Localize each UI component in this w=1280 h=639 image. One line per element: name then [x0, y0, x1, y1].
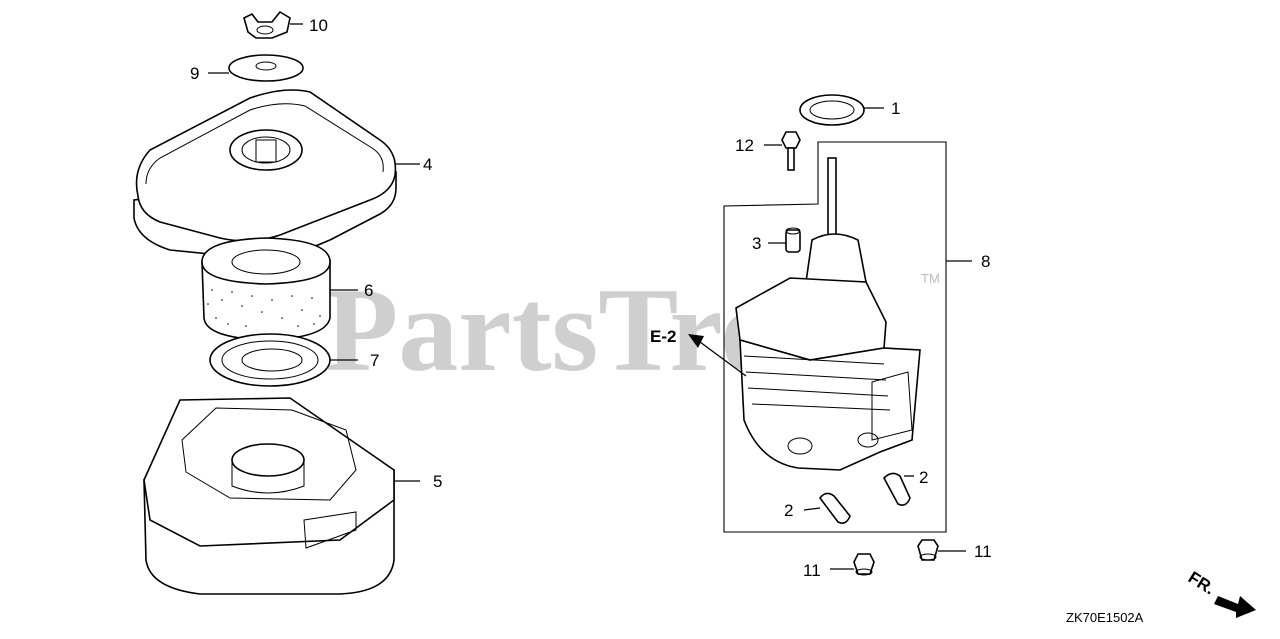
direction-arrow [1214, 596, 1256, 618]
callout-8: 8 [981, 252, 990, 271]
part-bolt [764, 131, 801, 171]
callout-3: 3 [752, 234, 761, 253]
part-air-cleaner-cover [133, 89, 420, 259]
callout-11b: 11 [803, 561, 821, 580]
part-dowel-pair [803, 472, 914, 524]
part-air-cleaner-case [143, 397, 420, 595]
part-elbow-housing [735, 157, 921, 471]
part-dowel [768, 227, 801, 253]
part-seal-ring [799, 94, 884, 126]
reference-arrow [688, 334, 747, 377]
callout-5: 5 [433, 472, 442, 491]
callout-2b: 2 [784, 501, 793, 520]
part-group-frame [723, 141, 972, 533]
part-flange-nuts [830, 539, 966, 576]
direction-label: FR. [1185, 568, 1218, 599]
callout-12: 12 [735, 136, 754, 155]
callout-4: 4 [423, 155, 432, 174]
callout-1: 1 [891, 99, 900, 118]
callout-11a: 11 [974, 542, 992, 561]
callout-9: 9 [190, 64, 199, 83]
watermark-trademark: TM [921, 271, 940, 286]
diagram-code: ZK70E1502A [1066, 610, 1144, 625]
part-washer [208, 54, 304, 82]
part-wing-nut [243, 10, 303, 39]
reference-label: E-2 [650, 327, 676, 346]
callout-10: 10 [309, 16, 328, 35]
callout-6: 6 [364, 281, 373, 300]
callout-7: 7 [370, 351, 379, 370]
callout-2a: 2 [919, 468, 928, 487]
part-gasket [209, 333, 358, 387]
